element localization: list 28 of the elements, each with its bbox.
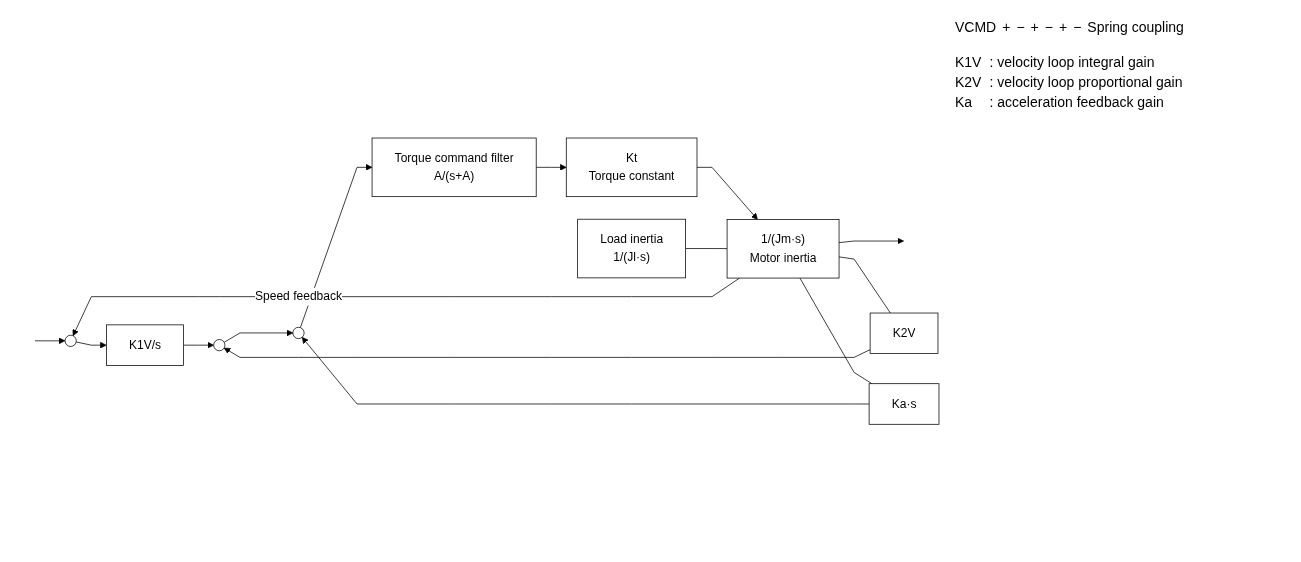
annotation-text: Spring coupling [1087,19,1184,35]
node-box: Kt Torque constant [565,137,698,197]
connector [799,277,873,384]
symbol-cell-text: Ka [955,93,974,112]
symbol-cell-text: K1V [955,53,983,72]
symbol-cell-text: K2V [955,73,983,92]
sign-label: − [1073,19,1082,35]
definition-cell-text: : acceleration feedback gain [989,93,1165,112]
node-box: K1V/s [106,324,184,366]
node-box: Torque command filter A/(s+A) [371,137,537,197]
sign-label: − [1016,19,1025,35]
node-box: 1/(Jm·s) Motor inertia [726,218,840,279]
sign-label: + [1002,19,1011,35]
node-box: Ka·s [868,383,940,425]
sign-label: + [1059,19,1068,35]
connector [838,256,891,314]
node-circle [292,326,305,339]
sign-label: − [1044,19,1053,35]
definition-cell-text: : velocity loop integral gain [989,53,1156,72]
connector [685,248,728,249]
definition-cell-text: : velocity loop proportional gain [989,73,1184,92]
node-circle [64,334,77,347]
node-box: Load inertia 1/(Jl·s) [577,218,686,279]
sign-label: + [1030,19,1039,35]
node-box: K2V [869,312,939,354]
edge-label: Speed feedback [255,289,342,303]
signal-label: VCMD [955,19,997,35]
node-circle [213,339,226,351]
